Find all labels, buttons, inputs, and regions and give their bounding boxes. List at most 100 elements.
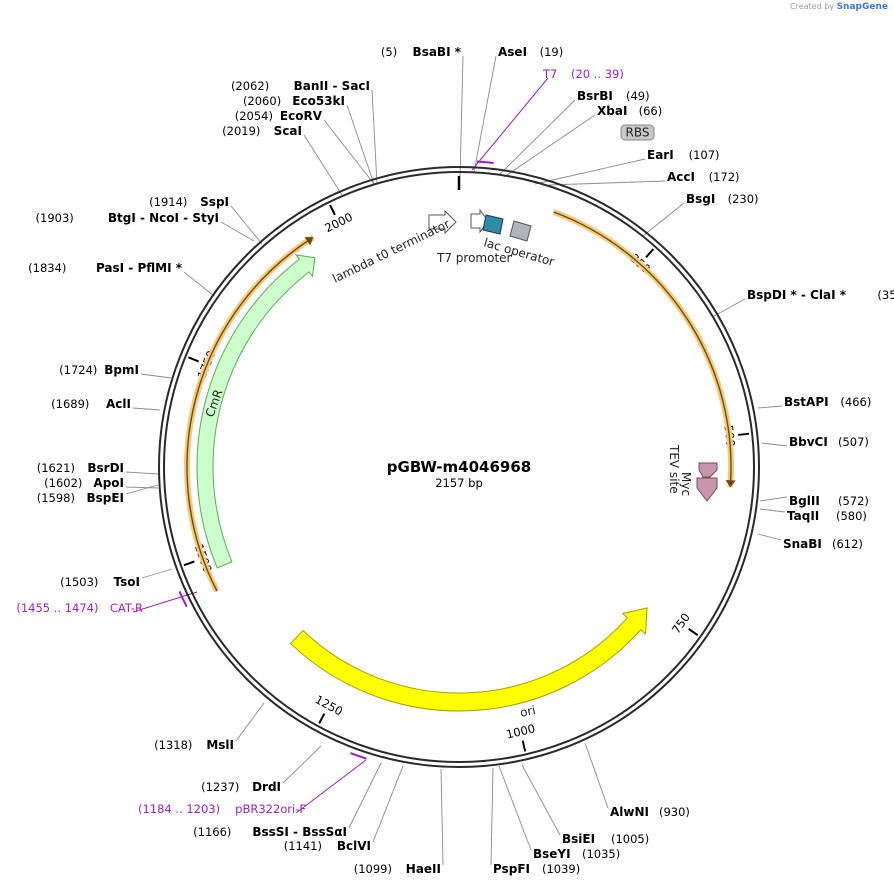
tick-mark [183,560,195,567]
enzyme-btgi-ncoi-styi: BtgI - NcoI - StyI(1903) [36,211,219,225]
primer-leader-line [471,77,549,171]
enzyme-bstapi-name: BstAPI [784,395,829,409]
enzyme-ecorv: EcoRV(2054) [235,109,323,123]
enzyme-bsssi-bsss-i: BssSI - BssSαI(1166) [193,825,347,839]
enzyme-taqii-name: TaqII [787,509,819,523]
enzyme-drdi: DrdI (1237) [201,780,281,794]
snapgene-credit: Created by SnapGene [790,2,888,12]
backbone-outer-strand [158,166,760,768]
primer-name: T7 [542,67,557,81]
enzyme-drdi-position: (1237) [201,780,239,794]
enzyme-banii-saci: BanII - SacI(2062) [231,79,370,93]
enzyme-bclvi-position: (1141) [284,839,322,853]
myc-label: Myc [679,472,693,496]
enzyme-haeii: HaeII(1099) [354,862,441,876]
t7-promoter-label: T7 promoter [436,251,512,265]
enzyme-bsrdi-name: BsrDI [87,461,124,475]
enzyme-xbai: XbaI(66) [597,104,662,118]
enzyme-leader-line [125,471,159,475]
enzyme-xbai-position: (66) [639,104,663,118]
backbone-inner-strand [163,171,755,763]
myc-arrow [696,477,718,502]
enzyme-drdi-name: DrdI [252,780,281,794]
enzyme-bpmi-name: BpmI [104,363,139,377]
enzyme-eari: EarI(107) [647,148,720,162]
enzyme-leader-line [346,104,375,185]
enzyme-apoi: ApoI(1602) [44,476,124,490]
primer-binding-mark [178,591,188,608]
enzyme-leader-line [141,568,173,579]
enzyme-eco53ki: Eco53kI (2060) [243,94,345,108]
ori-feature-arrow [289,607,648,712]
tev-site-arrow [698,462,718,478]
enzyme-tsoi: TsoI(1503) [60,575,140,589]
enzyme-scai: ScaI(2019) [222,124,302,138]
enzyme-pspfi-name: PspFI [493,862,530,876]
enzyme-acci: AccI(172) [667,170,740,184]
enzyme-haeii-position: (1099) [354,862,392,876]
tick-label: 1250 [313,692,345,718]
enzyme-bclvi: BclVI (1141) [284,839,371,853]
primer-leader-line [132,591,198,613]
enzyme-scai-position: (2019) [222,124,260,138]
tick-label: 750 [669,610,693,636]
enzyme-eco53ki-position: (2060) [243,94,281,108]
enzyme-bsiei: BsiEI(1005) [562,832,649,846]
primer-binding-mark [350,752,367,760]
enzyme-sspi-position: (1914) [149,195,187,209]
enzyme-acli-position: (1689) [51,397,89,411]
tev-site-label: TEV site [667,444,681,494]
ori-label: ori [519,703,537,720]
tick-mark [738,432,750,436]
enzyme-leader-line [498,765,532,851]
enzyme-alwni-position: (930) [659,805,690,819]
enzyme-banii-saci-name: BanII - SacI [294,79,370,93]
enzyme-leader-line [757,533,782,541]
enzyme-leader-line [348,762,382,829]
enzyme-pasi-pflmi-position: (1834) [28,261,66,275]
enzyme-tsoi-name: TsoI [114,575,140,589]
enzyme-leader-line [125,486,159,489]
enzyme-leader-line [230,205,263,245]
enzyme-snabi-name: SnaBI [783,537,822,551]
orf-arc [186,238,312,592]
enzyme-alwni-name: AlwNI [610,805,649,819]
enzyme-bspdi-clai-name: BspDI * - ClaI * [747,288,847,302]
enzyme-bsiei-position: (1005) [611,832,649,846]
enzyme-acci-name: AccI [667,170,695,184]
enzyme-sspi: SspI(1914) [149,195,229,209]
enzyme-leader-line [490,767,494,866]
enzyme-leader-line [759,496,788,502]
tick-label: 2000 [322,210,354,235]
enzyme-bsabi-name: BsaBI * [413,45,462,59]
plasmid-name: pGBW-m4046968 [387,458,531,476]
rbs-label: RBS [626,126,650,140]
orf-arrow-head [725,480,736,488]
enzyme-bglii-name: BglII [789,494,820,508]
enzyme-taqii-position: (580) [836,509,867,523]
enzyme-alwni: AlwNI (930) [610,805,690,819]
enzyme-bspei-position: (1598) [37,491,75,505]
enzyme-eco53ki-name: Eco53kI [292,94,345,108]
enzyme-bsgi: BsgI(230) [686,192,759,206]
enzyme-btgi-ncoi-styi-name: BtgI - NcoI - StyI [108,211,219,225]
enzyme-bsssi-bsss-i-position: (1166) [193,825,231,839]
enzyme-leader-line [473,55,497,173]
enzyme-bsrbi-position: (49) [626,89,650,103]
enzyme-bclvi-name: BclVI [337,839,371,853]
enzyme-leader-line [372,765,404,843]
primer-t7: T7(20 .. 39) [542,67,624,81]
enzyme-leader-line [303,134,343,196]
tick-mark [521,740,527,752]
enzyme-bpmi: BpmI(1724) [59,363,139,377]
primer-leader-line [295,759,367,814]
enzyme-pspfi-position: (1039) [542,862,580,876]
enzyme-msli-position: (1318) [154,738,192,752]
enzyme-acli: AclI(1689) [51,397,131,411]
label-leader-lines [125,55,788,866]
primer-position: (1455 .. 1474) [16,601,98,615]
enzyme-pasi-pflmi: PasI - PflMI *(1834) [28,261,183,275]
enzyme-bbvci: BbvCI(507) [789,435,869,449]
enzyme-bstapi-position: (466) [840,395,871,409]
